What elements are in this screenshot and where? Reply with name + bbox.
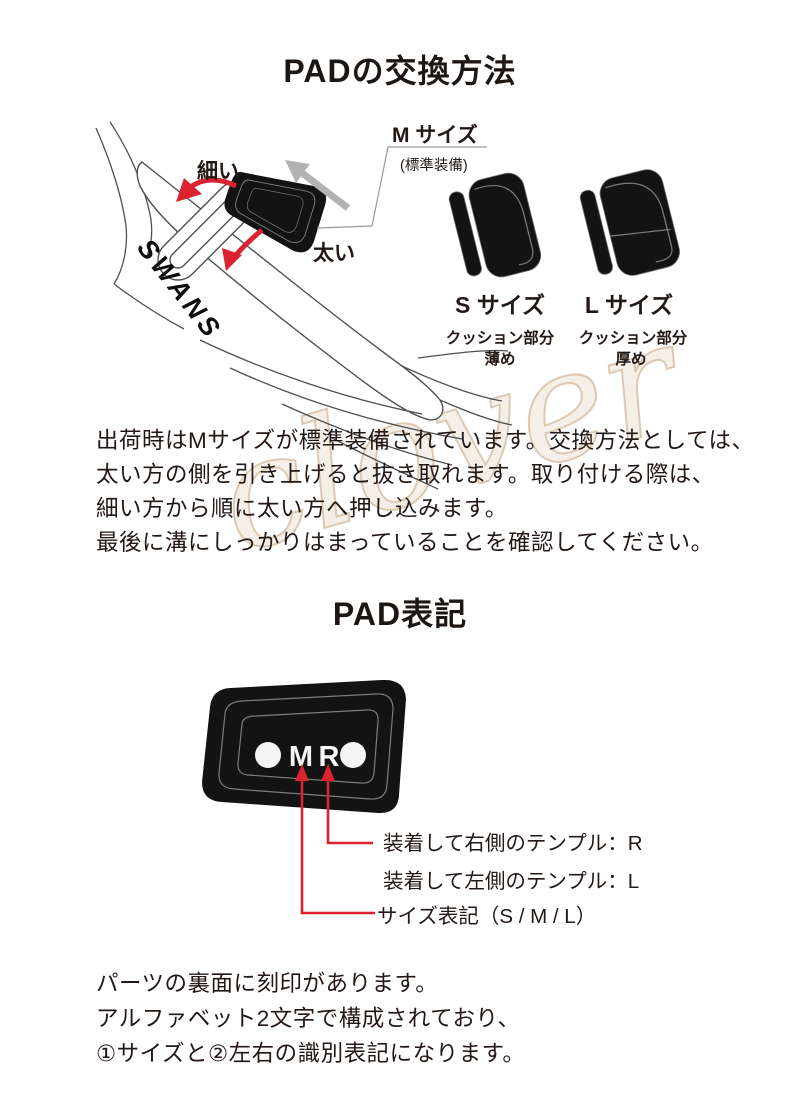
- m-size-leader-line: [316, 146, 487, 229]
- label-size-m-note: (標準装備): [400, 157, 468, 174]
- callout-right-temple: 装着して右側のテンプル：R: [383, 832, 643, 855]
- body-line: 細い方から順に太い方へ押し込みます。: [96, 496, 508, 521]
- insert-thick-arrow-icon: [222, 228, 264, 271]
- pad-replacement-diagram: SWANS 細い 太い M サイズ (標準装備) S サイズ クッション部分 薄…: [95, 121, 688, 490]
- pad-back-illustration: M R: [202, 679, 406, 814]
- label-size-l-desc: クッション部分: [579, 328, 688, 347]
- body-line: 太い方の側を引き上げると抜き取れます。取り付ける際は、: [96, 462, 715, 487]
- body-line: アルファベット2文字で構成されており、: [96, 1006, 521, 1031]
- callout-arrow-side-icon: [321, 764, 373, 845]
- label-size-l: L サイズ: [585, 292, 673, 318]
- insert-thin-arrow-icon: [176, 177, 238, 202]
- label-size-s: S サイズ: [455, 292, 545, 318]
- engraving-side-letter: R: [319, 741, 340, 773]
- label-thin: 細い: [197, 159, 239, 183]
- marking-description: パーツの裏面に刻印があります。 アルファベット2文字で構成されており、 ①サイズ…: [96, 966, 525, 1071]
- body-line: 出荷時はMサイズが標準装備されています。交換方法としては、: [96, 428, 755, 453]
- section-title-pad-replacement: PADの交換方法: [283, 53, 517, 89]
- pad-marking-diagram: M R 装着して右側のテンプル：R 装着して左側のテンプル：L サイズ表記（S …: [202, 679, 643, 928]
- label-size-m: M サイズ: [392, 123, 478, 147]
- label-size-l-thickness: 厚め: [615, 350, 646, 368]
- body-line: 最後に溝にしっかりはまっていることを確認してください。: [96, 530, 714, 555]
- label-size-s-thickness: 薄め: [484, 349, 515, 368]
- pad-m-illustration: [224, 171, 327, 253]
- section-title-pad-marking: PAD表記: [332, 596, 468, 632]
- engraving-dot-left: [255, 742, 281, 768]
- body-line: ①サイズと②左右の識別表記になります。: [96, 1041, 526, 1066]
- replacement-instructions: 出荷時はMサイズが標準装備されています。交換方法としては、 太い方の側を引き上げ…: [96, 424, 755, 560]
- pad-l-illustration: [579, 169, 680, 276]
- engraving-dot-right: [340, 742, 366, 768]
- pad-s-illustration: [448, 172, 542, 278]
- callout-arrow-size-icon: [295, 764, 375, 915]
- label-thick: 太い: [313, 242, 355, 265]
- label-size-s-desc: クッション部分: [446, 328, 555, 347]
- callout-size-marking: サイズ表記（S / M / L）: [377, 905, 596, 928]
- pull-direction-arrow-icon: [285, 160, 351, 211]
- callout-left-temple: 装着して左側のテンプル：L: [383, 870, 639, 893]
- body-line: パーツの裏面に刻印があります。: [96, 971, 439, 996]
